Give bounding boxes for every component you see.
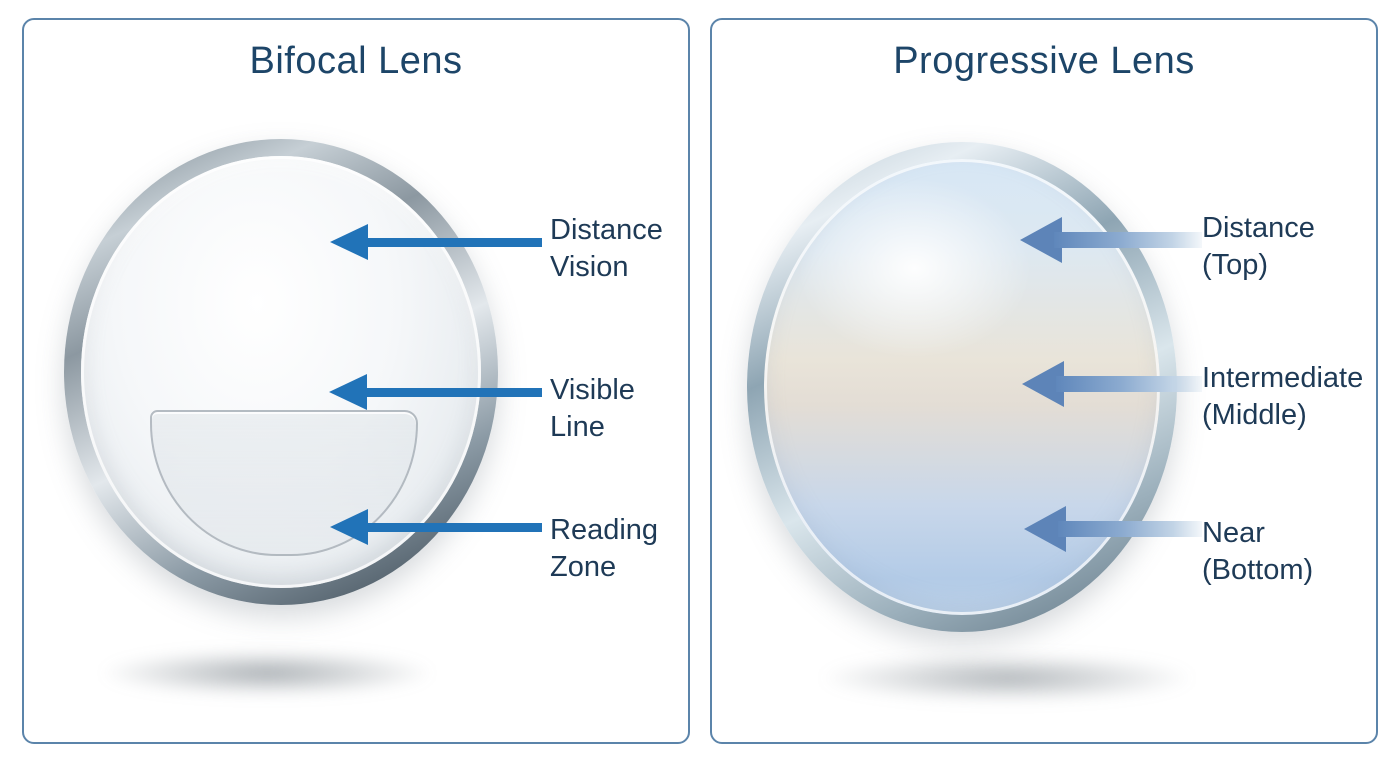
- left-arrow-icon: [1024, 506, 1202, 552]
- bifocal-lens: [64, 139, 498, 605]
- label-visible-line: Visible Line: [550, 374, 635, 443]
- arrow-shaft: [361, 237, 542, 247]
- lens-floor-shadow: [822, 654, 1192, 702]
- arrow-shaft: [1058, 521, 1202, 537]
- label-intermediate-middle: Intermediate (Middle): [1202, 362, 1364, 431]
- progressive-panel: Progressive Lens Distance (Top) Intermed…: [710, 18, 1378, 744]
- label-reading-zone: Reading Zone: [550, 514, 659, 583]
- bifocal-panel: Bifocal Lens Distance Vision Visible Lin…: [22, 18, 690, 744]
- left-arrow-icon: [329, 374, 542, 410]
- arrow-shaft: [360, 387, 542, 397]
- arrow-shaft: [1056, 376, 1202, 392]
- label-distance-vision: Distance Vision: [550, 214, 663, 283]
- lens-floor-shadow: [102, 650, 432, 696]
- arrow-shaft: [361, 522, 542, 532]
- left-arrow-icon: [330, 509, 542, 545]
- arrow-shaft: [1054, 232, 1202, 248]
- left-arrow-icon: [1022, 361, 1202, 407]
- bifocal-title: Bifocal Lens: [249, 40, 463, 82]
- left-arrow-icon: [1020, 217, 1202, 263]
- label-distance-top: Distance (Top): [1202, 212, 1315, 281]
- left-arrow-icon: [330, 224, 542, 260]
- progressive-title: Progressive Lens: [893, 40, 1195, 82]
- label-near-bottom: Near (Bottom): [1202, 517, 1314, 586]
